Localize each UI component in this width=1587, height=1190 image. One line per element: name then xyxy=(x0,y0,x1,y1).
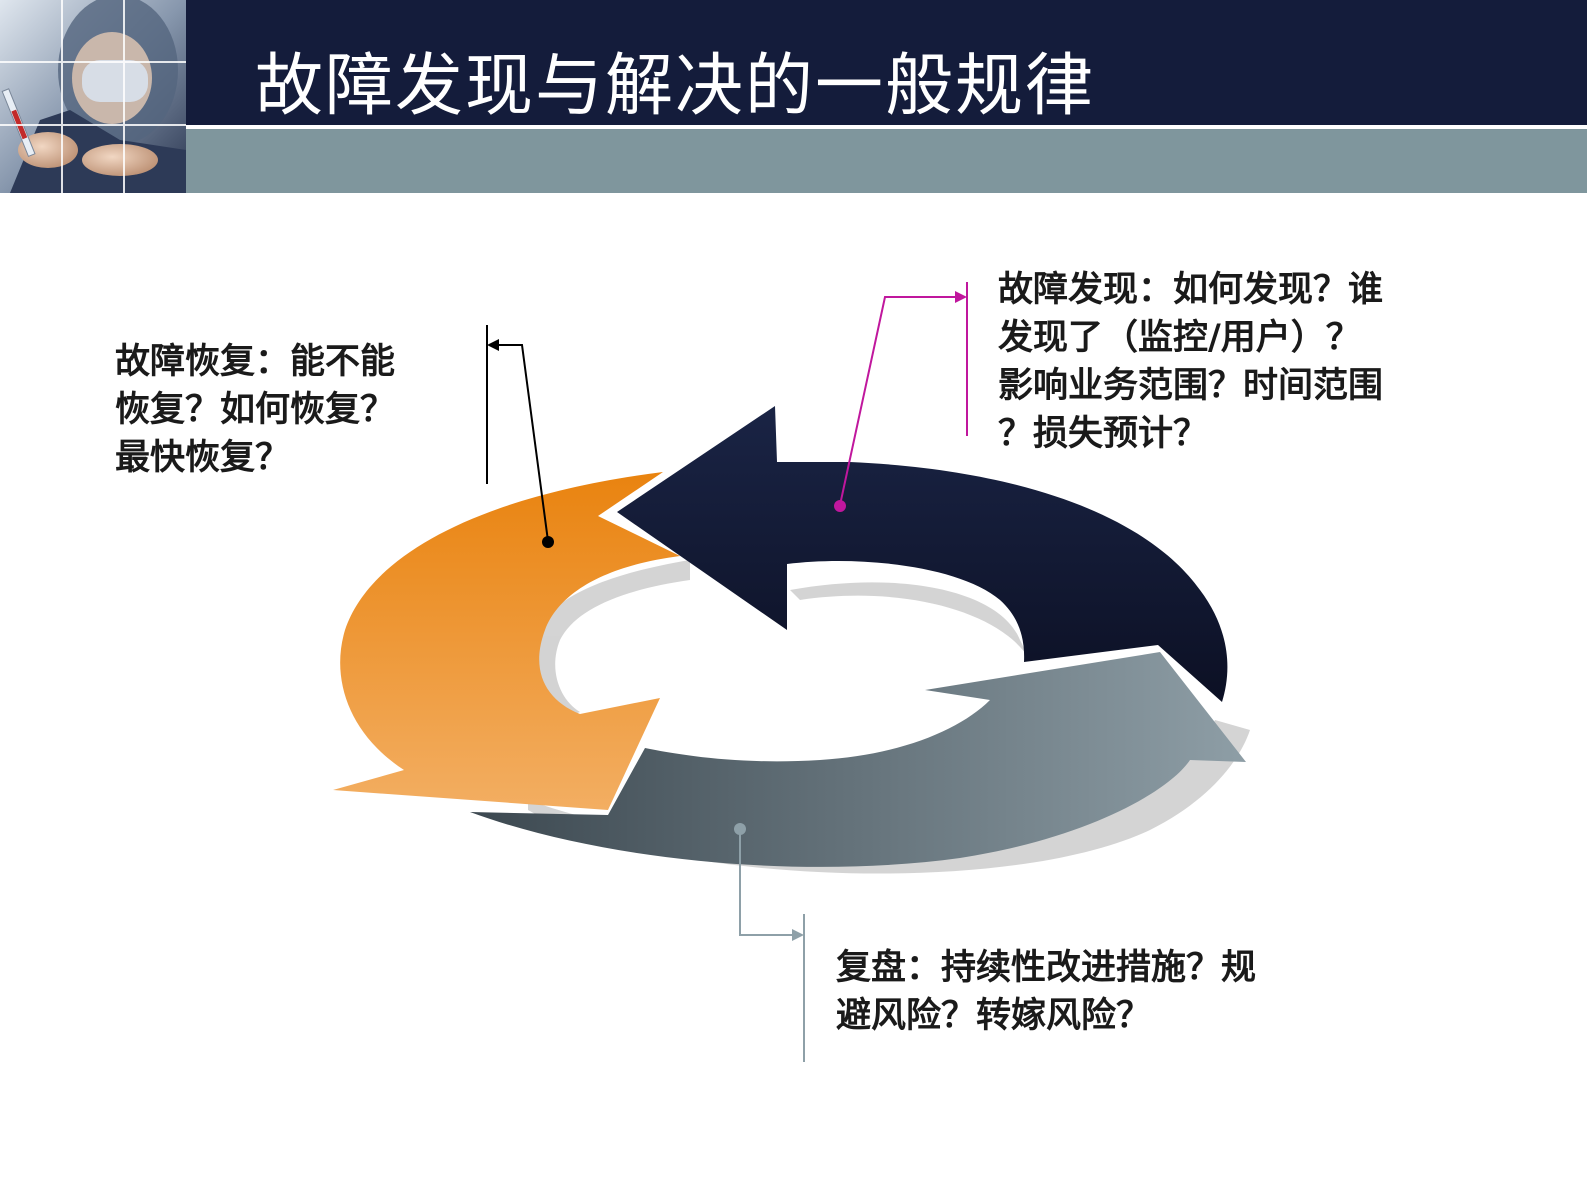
subtitle-band xyxy=(186,129,1587,193)
review-note-line: 复盘：持续性改进措施？规 xyxy=(836,948,1257,988)
recovery-callout xyxy=(486,325,554,548)
recovery-note-line: 恢复？如何恢复？ xyxy=(115,390,396,430)
review-note: 复盘：持续性改进措施？规 避风险？转嫁风险？ xyxy=(836,944,1256,1040)
discovery-note: 故障发现：如何发现？谁 发现了（监控/用户）？ 影响业务范围？时间范围 ？损失预… xyxy=(998,266,1383,458)
recovery-arrow xyxy=(333,472,680,810)
review-callout xyxy=(734,823,805,1062)
discovery-note-line: ？损失预计？ xyxy=(998,414,1209,454)
header-photo-icon xyxy=(0,0,186,193)
recovery-note-line: 最快恢复？ xyxy=(115,438,291,478)
discovery-callout xyxy=(834,282,968,512)
recovery-note-line: 故障恢复：能不能 xyxy=(115,342,396,382)
discovery-arrow xyxy=(617,406,1228,702)
review-arrow xyxy=(470,652,1246,867)
header: 故障发现与解决的一般规律 xyxy=(0,0,1587,193)
arrow-shadows xyxy=(528,560,1250,874)
discovery-note-line: 发现了（监控/用户）？ xyxy=(998,318,1361,358)
title-band xyxy=(186,0,1587,125)
discovery-note-line: 故障发现：如何发现？谁 xyxy=(998,270,1384,310)
discovery-note-line: 影响业务范围？时间范围 xyxy=(998,366,1384,406)
page-title: 故障发现与解决的一般规律 xyxy=(255,47,1096,126)
review-note-line: 避风险？转嫁风险？ xyxy=(836,996,1152,1036)
recovery-note: 故障恢复：能不能 恢复？如何恢复？ 最快恢复？ xyxy=(115,338,395,482)
